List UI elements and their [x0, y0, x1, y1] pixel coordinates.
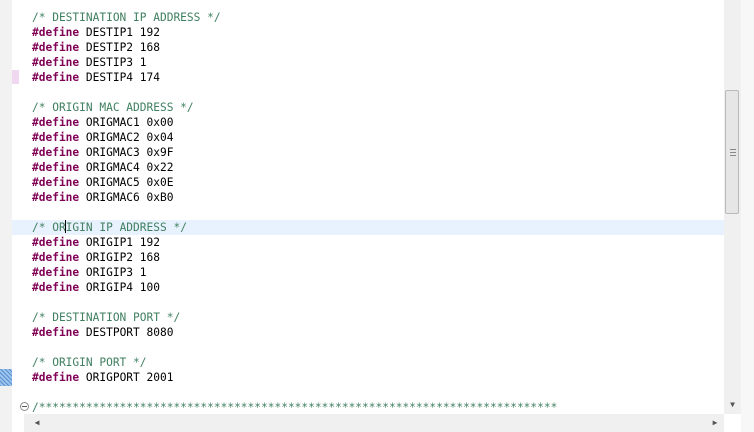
- keyword-define: #define: [32, 251, 80, 264]
- macro-definition: ORIGIP3 1: [79, 266, 147, 279]
- macro-definition: ORIGIP2 168: [79, 251, 160, 264]
- keyword-define: #define: [32, 161, 80, 174]
- keyword-define: #define: [32, 191, 80, 204]
- vertical-scrollbar[interactable]: [724, 0, 741, 414]
- keyword-define: #define: [32, 116, 80, 129]
- macro-definition: DESTIP2 168: [79, 41, 160, 54]
- comment-text: /***************************************…: [32, 401, 558, 414]
- right-padding: [741, 0, 754, 432]
- code-line-comment[interactable]: /* DESTINATION IP ADDRESS */: [32, 10, 221, 25]
- code-line-define[interactable]: #define ORIGMAC6 0xB0: [32, 190, 173, 205]
- horizontal-scrollbar[interactable]: [24, 414, 724, 432]
- keyword-define: #define: [32, 176, 80, 189]
- macro-definition: DESTIP4 174: [79, 71, 160, 84]
- macro-definition: ORIGMAC3 0x9F: [79, 146, 174, 159]
- fold-collapse-icon[interactable]: [20, 402, 29, 411]
- keyword-define: #define: [32, 26, 80, 39]
- keyword-define: #define: [32, 41, 80, 54]
- code-line-current[interactable]: /* ORIGIN IP ADDRESS */: [12, 220, 724, 235]
- left-ruler: [0, 0, 12, 432]
- code-line-define[interactable]: #define ORIGPORT 2001: [32, 370, 173, 385]
- code-line-define[interactable]: #define ORIGIP4 100: [32, 280, 160, 295]
- macro-definition: ORIGIP1 192: [79, 236, 160, 249]
- macro-definition: ORIGMAC4 0x22: [79, 161, 174, 174]
- comment-text: /* ORIGIN PORT */: [32, 356, 147, 369]
- macro-definition: ORIGMAC1 0x00: [79, 116, 174, 129]
- arrow-right-icon[interactable]: ▶: [712, 418, 718, 427]
- code-line-comment[interactable]: /***************************************…: [32, 400, 557, 414]
- keyword-define: #define: [32, 326, 80, 339]
- macro-definition: ORIGIP4 100: [79, 281, 160, 294]
- keyword-define: #define: [32, 266, 80, 279]
- arrow-left-icon[interactable]: ◀: [34, 418, 40, 427]
- macro-definition: ORIGMAC6 0xB0: [79, 191, 174, 204]
- code-line-define[interactable]: #define DESTIP1 192: [32, 25, 160, 40]
- keyword-define: #define: [32, 236, 80, 249]
- keyword-define: #define: [32, 146, 80, 159]
- comment-text: /* DESTINATION IP ADDRESS */: [32, 11, 221, 24]
- change-marker: [12, 70, 19, 84]
- macro-definition: DESTIP3 1: [79, 56, 147, 69]
- keyword-define: #define: [32, 131, 80, 144]
- keyword-define: #define: [32, 371, 80, 384]
- code-line-define[interactable]: #define DESTIP3 1: [32, 55, 147, 70]
- bookmark-marker[interactable]: [0, 369, 12, 386]
- comment-text: /* DESTINATION PORT */: [32, 311, 181, 324]
- keyword-define: #define: [32, 281, 80, 294]
- code-line-define[interactable]: #define ORIGIP3 1: [32, 265, 147, 280]
- keyword-define: #define: [32, 56, 80, 69]
- macro-definition: DESTPORT 8080: [79, 326, 174, 339]
- macro-definition: ORIGPORT 2001: [79, 371, 174, 384]
- code-line-comment[interactable]: /* ORIGIN PORT */: [32, 355, 147, 370]
- comment-text-after-caret: IGIN IP ADDRESS */: [65, 221, 187, 234]
- code-line-define[interactable]: #define ORIGMAC5 0x0E: [32, 175, 173, 190]
- code-line-define[interactable]: #define ORIGMAC2 0x04: [32, 130, 173, 145]
- grip-icon: [730, 149, 736, 156]
- code-line-define[interactable]: #define ORIGMAC3 0x9F: [32, 145, 173, 160]
- macro-definition: DESTIP1 192: [79, 26, 160, 39]
- macro-definition: ORIGMAC2 0x04: [79, 131, 174, 144]
- code-line-define[interactable]: #define ORIGIP1 192: [32, 235, 160, 250]
- code-line-define[interactable]: #define DESTPORT 8080: [32, 325, 173, 340]
- vertical-scroll-thumb[interactable]: [725, 90, 739, 214]
- code-line-define[interactable]: #define DESTIP4 174: [32, 70, 160, 85]
- text-area[interactable]: /* DESTINATION IP ADDRESS */#define DEST…: [12, 0, 724, 414]
- macro-definition: ORIGMAC5 0x0E: [79, 176, 174, 189]
- code-line-define[interactable]: #define ORIGMAC4 0x22: [32, 160, 173, 175]
- comment-text: /* ORIGIN MAC ADDRESS */: [32, 101, 194, 114]
- code-line-define[interactable]: #define DESTIP2 168: [32, 40, 160, 55]
- code-line-comment[interactable]: /* DESTINATION PORT */: [32, 310, 180, 325]
- keyword-define: #define: [32, 71, 80, 84]
- arrow-down-icon[interactable]: ▼: [730, 400, 735, 409]
- comment-text-before-caret: /* OR: [32, 221, 66, 234]
- text-caret: [65, 220, 67, 233]
- code-line-comment[interactable]: /* ORIGIN MAC ADDRESS */: [32, 100, 194, 115]
- code-line-define[interactable]: #define ORIGIP2 168: [32, 250, 160, 265]
- code-line-define[interactable]: #define ORIGMAC1 0x00: [32, 115, 173, 130]
